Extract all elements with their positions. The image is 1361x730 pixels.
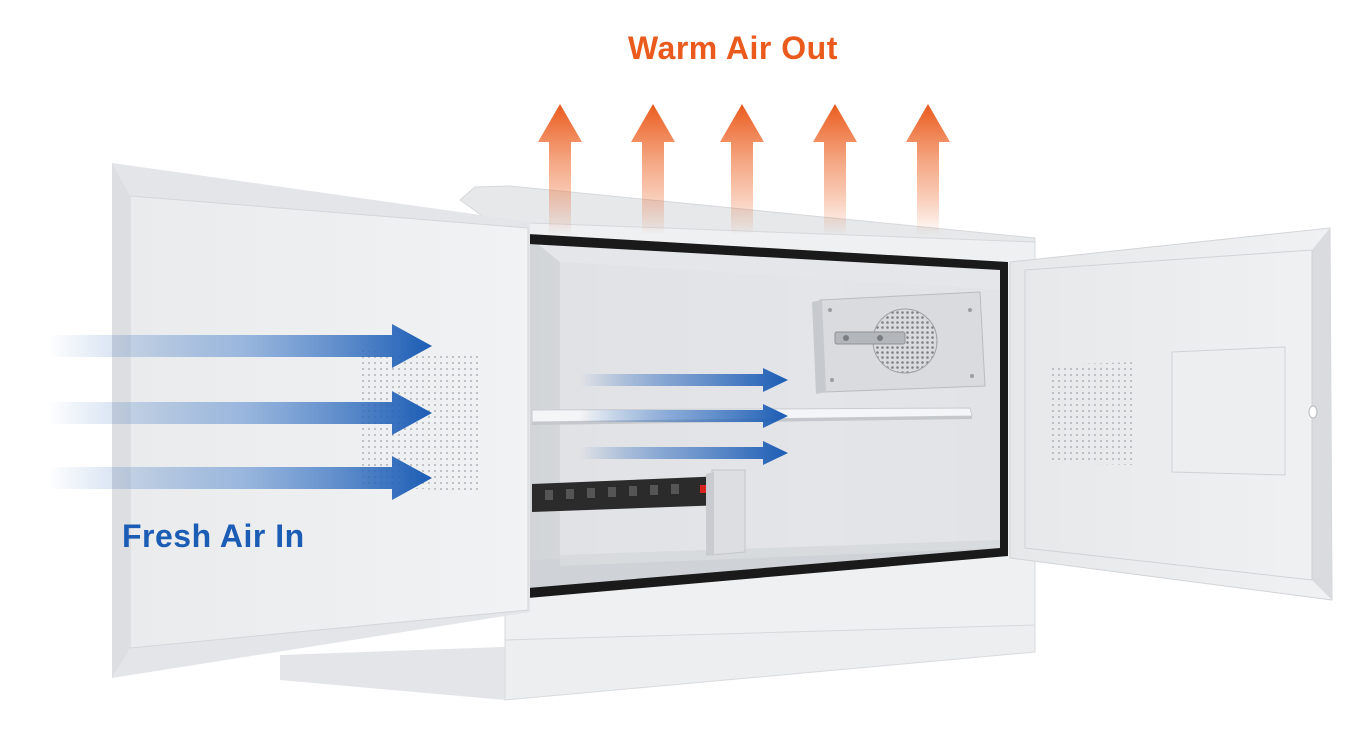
arrow-up-icon [538,104,582,235]
fresh-air-arrows-outside [48,324,432,500]
arrow-up-icon [720,104,764,235]
arrow-right-icon [580,368,788,392]
arrow-up-icon [813,104,857,235]
right-door [1009,227,1333,601]
outlet-icon [545,484,679,500]
power-strip [532,469,746,556]
arrow-right-icon [580,404,788,428]
arrow-right-icon [48,456,432,500]
door-latch [1308,405,1318,419]
fresh-air-in-label: Fresh Air In [122,518,305,554]
warm-air-arrows [538,104,950,235]
right-door-vent [1048,362,1135,465]
arrow-right-icon [48,391,432,435]
fresh-air-arrows-inside [580,368,788,465]
door-panel [1171,346,1286,476]
warm-air-out-label: Warm Air Out [628,30,838,66]
fan-unit [812,291,986,394]
arrow-up-icon [631,104,675,235]
arrow-up-icon [906,104,950,235]
arrow-right-icon [580,441,788,465]
arrow-right-icon [48,324,432,368]
left-door-vent [362,350,478,492]
